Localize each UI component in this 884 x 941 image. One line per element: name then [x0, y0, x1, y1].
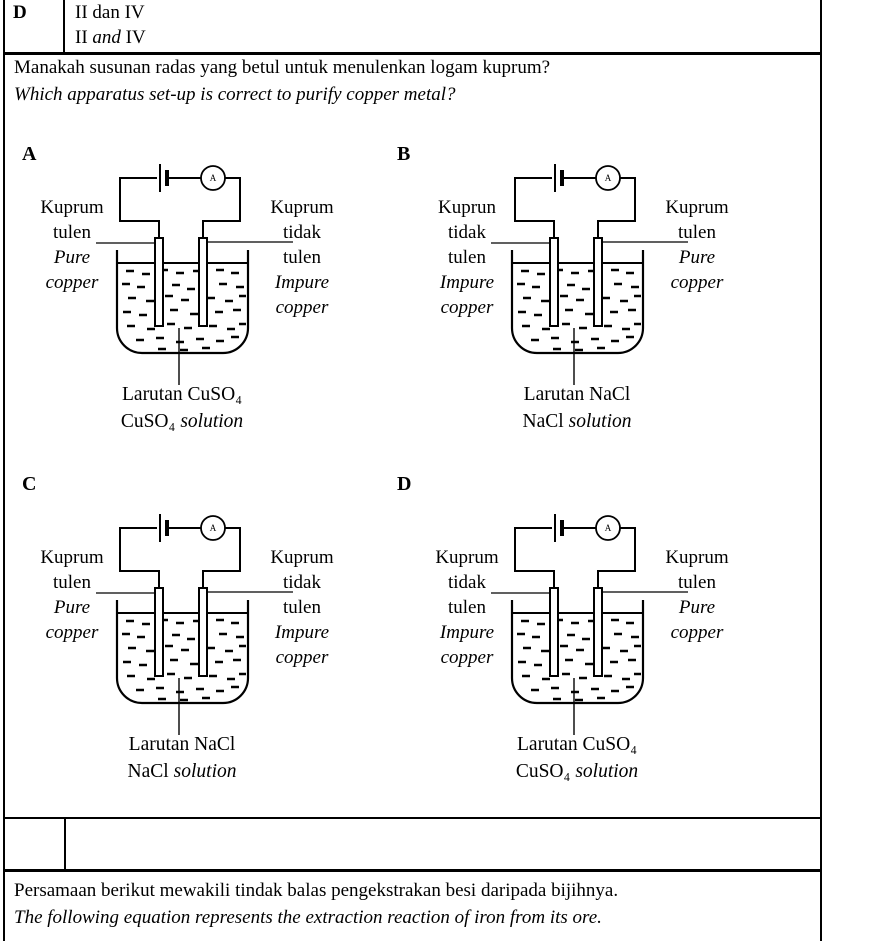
electrolysis-cell-art — [489, 162, 690, 387]
label-line: tulen — [283, 247, 321, 268]
label-line: Kuprum — [665, 547, 729, 568]
right-electrode-label: Kuprum tidak tulen Impure copper — [270, 197, 334, 318]
electrolysis-cell-art — [94, 512, 295, 737]
answer-option-line-en: II and IV — [75, 27, 146, 48]
label-line: Impure — [439, 272, 494, 293]
label-line: Impure — [274, 622, 329, 643]
label-line: tidak — [448, 572, 486, 593]
label-line: Kuprum — [270, 547, 334, 568]
next-question-text-en: The following equation represents the ex… — [14, 907, 602, 928]
right-electrode-label: Kuprum tulen Pure copper — [665, 197, 729, 293]
label-line: Kuprum — [435, 547, 499, 568]
next-question-text-ms: Persamaan berikut mewakili tindak balas … — [14, 880, 619, 901]
empty-row-divider — [64, 817, 66, 870]
label-line: tulen — [678, 572, 716, 593]
label-line: copper — [671, 622, 724, 643]
right-electrode-label: Kuprum tulen Pure copper — [665, 547, 729, 643]
label-line: tulen — [678, 222, 716, 243]
ammeter-label: A — [210, 523, 217, 533]
ammeter-label: A — [210, 173, 217, 183]
label-line: copper — [46, 272, 99, 293]
row-border-3 — [3, 869, 822, 872]
label-line: copper — [671, 272, 724, 293]
label-line: Kuprum — [270, 197, 334, 218]
label-line: Kuprum — [40, 197, 104, 218]
label-line: Pure — [678, 597, 715, 618]
label-line: Pure — [53, 247, 90, 268]
apparatus-diagram-D: D A Kuprum tidak tulen Impure copper Kup… — [385, 468, 760, 790]
electrolysis-cell-art — [94, 162, 295, 387]
solution-line-ms: Larutan CuSO₄ — [517, 734, 637, 755]
label-line: Pure — [678, 247, 715, 268]
question-block: Manakah susunan radas yang betul untuk m… — [14, 54, 550, 108]
label-line: Kuprun — [438, 197, 497, 218]
label-line: copper — [276, 297, 329, 318]
solution-line-ms: Larutan CuSO₄ — [122, 384, 242, 405]
answer-option-text: II dan IV II and IV — [75, 0, 146, 50]
left-electrode-label: Kuprum tulen Pure copper — [40, 197, 104, 293]
apparatus-svg-C: C A Kuprum tulen Pure copper Kuprum tida… — [22, 473, 334, 782]
label-line: tulen — [53, 222, 91, 243]
label-line: tulen — [448, 597, 486, 618]
diagram-letter: D — [397, 473, 411, 495]
next-question-block: Persamaan berikut mewakili tindak balas … — [14, 877, 618, 931]
ammeter-label: A — [605, 173, 612, 183]
label-line: tulen — [53, 572, 91, 593]
left-electrode-label: Kuprum tidak tulen Impure copper — [435, 547, 499, 668]
row-border-1 — [3, 52, 822, 55]
solution-line-ms: Larutan NaCl — [129, 734, 236, 755]
left-electrode-label: Kuprum tulen Pure copper — [40, 547, 104, 643]
label-line: Kuprum — [40, 547, 104, 568]
answer-option-line-ms: II dan IV — [75, 2, 145, 23]
table-left-border — [3, 0, 5, 941]
diagram-letter: C — [22, 473, 36, 495]
apparatus-svg-D: D A Kuprum tidak tulen Impure copper Kup… — [397, 473, 729, 782]
table-right-border — [820, 0, 822, 941]
right-electrode-label: Kuprum tidak tulen Impure copper — [270, 547, 334, 668]
label-line: Impure — [274, 272, 329, 293]
apparatus-diagram-B: B A Kuprun tidak tulen Impure copper Kup… — [385, 138, 760, 460]
option-cell-divider — [63, 0, 65, 52]
left-electrode-label: Kuprun tidak tulen Impure copper — [438, 197, 497, 318]
question-text-en: Which apparatus set-up is correct to pur… — [14, 84, 456, 105]
electrolysis-cell-art — [489, 512, 690, 737]
diagram-letter: A — [22, 143, 37, 165]
row-border-2 — [3, 817, 822, 819]
question-text-ms: Manakah susunan radas yang betul untuk m… — [14, 57, 551, 78]
label-line: Pure — [53, 597, 90, 618]
label-line: copper — [46, 622, 99, 643]
label-line: tidak — [283, 572, 321, 593]
label-line: tidak — [448, 222, 486, 243]
label-line: Impure — [439, 622, 494, 643]
apparatus-svg-A: A A Kuprum tulen Pure copper Kuprum tida… — [22, 143, 334, 432]
answer-option-letter: D — [13, 2, 27, 23]
label-line: tulen — [448, 247, 486, 268]
label-line: copper — [441, 647, 494, 668]
label-line: copper — [276, 647, 329, 668]
apparatus-svg-B: B A Kuprun tidak tulen Impure copper Kup… — [397, 143, 729, 432]
label-line: copper — [441, 297, 494, 318]
apparatus-diagram-A: A A Kuprum tulen Pure copper Kuprum tida… — [10, 138, 385, 460]
diagram-letter: B — [397, 143, 410, 165]
label-line: tidak — [283, 222, 321, 243]
apparatus-diagram-C: C A Kuprum tulen Pure copper Kuprum tida… — [10, 468, 385, 790]
label-line: Kuprum — [665, 197, 729, 218]
ammeter-label: A — [605, 523, 612, 533]
solution-line-ms: Larutan NaCl — [524, 384, 631, 405]
label-line: tulen — [283, 597, 321, 618]
